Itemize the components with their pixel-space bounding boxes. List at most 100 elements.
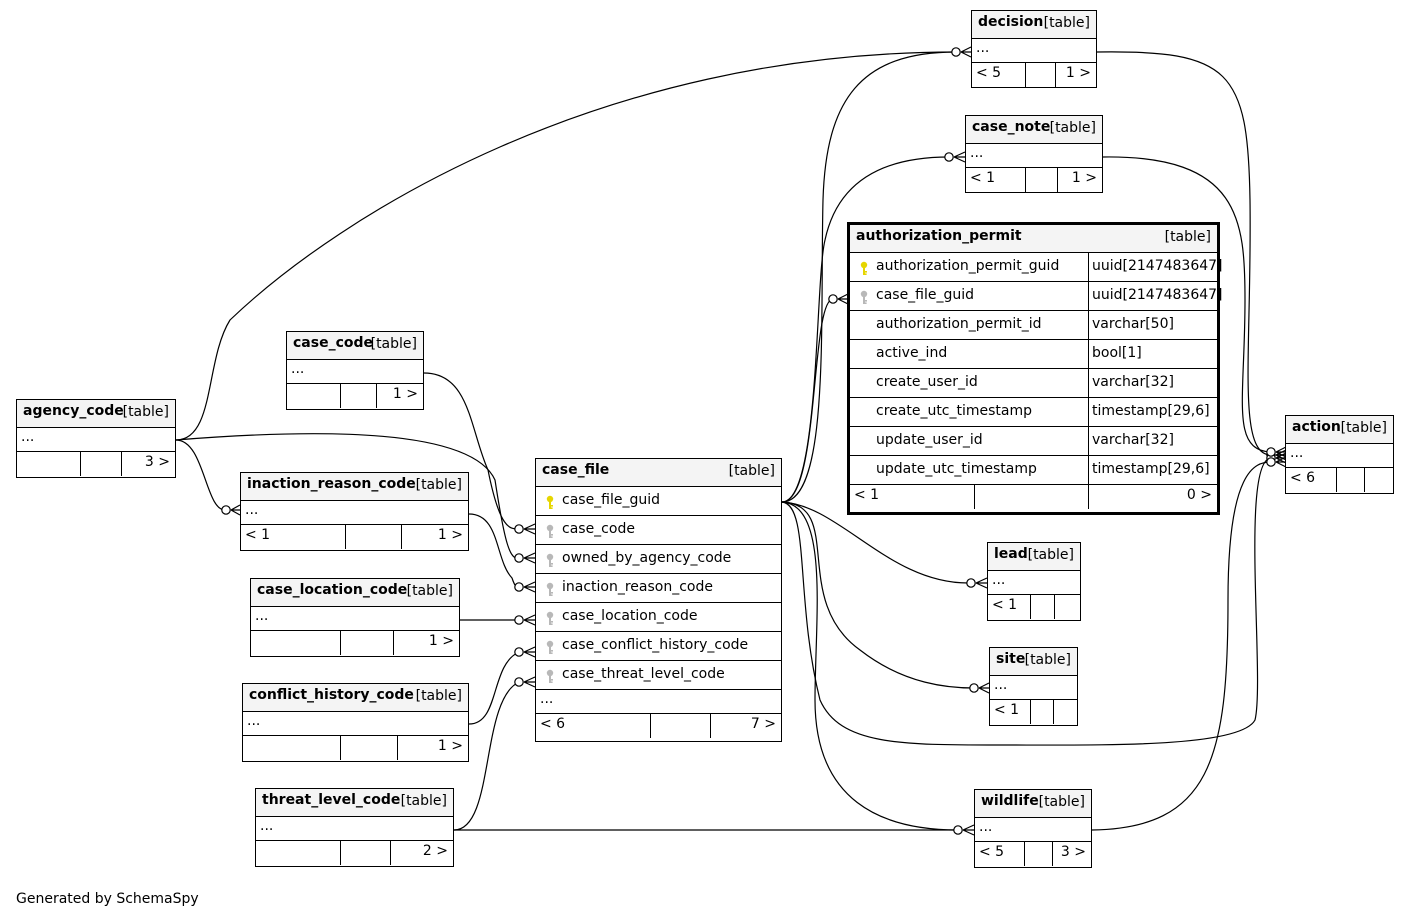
primary-key-icon [545,495,555,510]
table-name[interactable]: inaction_reason_code [247,476,416,492]
parents-link[interactable]: < 1 [970,170,996,186]
children-link[interactable]: 1 > [428,633,454,649]
table-footer: 1 > [287,384,423,408]
table-footer: < 6 7 > [536,714,781,738]
column-name: case_conflict_history_code [562,637,749,653]
table-name[interactable]: agency_code [23,403,124,419]
children-link[interactable]: 1 > [1065,65,1091,81]
column-name: update_utc_timestamp [876,461,1037,477]
children-link[interactable]: 1 > [437,738,463,754]
parents-link[interactable]: < 6 [540,716,566,732]
column-type: varchar[50] [1092,316,1174,332]
table-type: [table] [122,404,169,420]
crows-foot-marker [514,523,536,535]
crows-foot-marker [221,504,241,516]
crows-foot-marker [514,614,536,626]
column-row[interactable]: case_file_guid [536,487,781,516]
children-link[interactable]: 7 > [750,716,776,732]
edge-casefile-permit [781,298,834,503]
parents-link[interactable]: < 5 [979,844,1005,860]
table-name[interactable]: lead [994,546,1028,562]
table-name[interactable]: case_code [293,335,374,351]
table-name[interactable]: site [996,651,1026,667]
edge-conflict-casefile [468,651,520,725]
table-inaction-reason-code[interactable]: inaction_reason_code [table] ... < 1 1 > [240,472,469,551]
table-name[interactable]: case_note [972,119,1051,135]
children-link[interactable]: 2 > [422,843,448,859]
table-name[interactable]: wildlife [981,793,1039,809]
parents-link[interactable]: < 1 [992,597,1018,613]
children-link[interactable]: 3 > [144,454,170,470]
table-name[interactable]: authorization_permit [856,228,1022,244]
table-type: [table] [1024,652,1071,668]
primary-key-icon [859,261,869,276]
table-conflict-history-code[interactable]: conflict_history_code [table] ... 1 > [242,683,469,762]
table-action[interactable]: action [table] ... < 6 [1285,415,1394,494]
table-type: [table] [1027,547,1074,563]
table-footer: < 1 [990,700,1077,724]
foreign-key-icon [545,553,555,568]
foreign-key-icon [545,524,555,539]
edge-agency-decision [175,51,957,441]
table-footer: < 6 [1286,468,1393,492]
column-type: timestamp[29,6] [1092,403,1210,419]
edge-decision-action [1096,51,1272,456]
table-lead[interactable]: lead [table] ... < 1 [987,542,1081,621]
column-row[interactable]: inaction_reason_code [536,574,781,603]
table-agency-code[interactable]: agency_code [table] ... 3 > [16,399,176,478]
crows-foot-marker [1266,446,1287,458]
column-row[interactable]: case_code [536,516,781,545]
parents-link[interactable]: < 5 [976,65,1002,81]
table-name[interactable]: decision [978,14,1044,30]
columns-collapsed: ... [966,144,1102,168]
table-site[interactable]: site [table] ... < 1 [989,647,1078,726]
table-name[interactable]: case_location_code [257,582,408,598]
table-case-location-code[interactable]: case_location_code [table] ... 1 > [250,578,460,657]
table-name[interactable]: threat_level_code [262,792,401,808]
crows-foot-marker [951,46,972,58]
table-threat-level-code[interactable]: threat_level_code [table] ... 2 > [255,788,454,867]
table-case-code[interactable]: case_code [table] ... 1 > [286,331,424,410]
table-header: conflict_history_code [table] [243,684,468,712]
parents-link[interactable]: < 1 [854,487,880,503]
table-wildlife[interactable]: wildlife [table] ... < 5 3 > [974,789,1092,868]
columns-collapsed: ... [251,607,459,631]
table-case-note[interactable]: case_note [table] ... < 1 1 > [965,115,1103,193]
parents-link[interactable]: < 1 [994,702,1020,718]
table-decision[interactable]: decision [table] ... < 5 1 > [971,10,1097,88]
crows-foot-marker [944,151,966,163]
children-link[interactable]: 1 > [1071,170,1097,186]
parents-link[interactable]: < 1 [245,527,271,543]
column-row[interactable]: case_conflict_history_code [536,632,781,661]
crows-foot-marker [514,581,536,593]
foreign-key-icon [545,582,555,597]
column-type: uuid[2147483647] [1092,258,1223,274]
columns-collapsed: ... [17,428,175,452]
table-name[interactable]: case_file [542,462,610,478]
children-link[interactable]: 1 > [392,386,418,402]
edge-agency-casefile [175,433,520,559]
column-row[interactable]: owned_by_agency_code [536,545,781,574]
table-authorization-permit[interactable]: authorization_permit [table] authorizati… [847,222,1223,515]
parents-link[interactable]: < 6 [1290,470,1316,486]
table-name[interactable]: conflict_history_code [249,687,414,703]
crows-foot-marker [953,824,975,836]
children-link[interactable]: 3 > [1060,844,1086,860]
edge-casecode-casefile [423,372,520,530]
column-row[interactable]: case_threat_level_code [536,661,781,690]
table-name[interactable]: action [1292,419,1341,435]
children-link[interactable]: 1 > [437,527,463,543]
children-link[interactable]: 0 > [1186,487,1212,503]
column-row[interactable]: case_location_code [536,603,781,632]
table-type: [table] [728,463,775,479]
